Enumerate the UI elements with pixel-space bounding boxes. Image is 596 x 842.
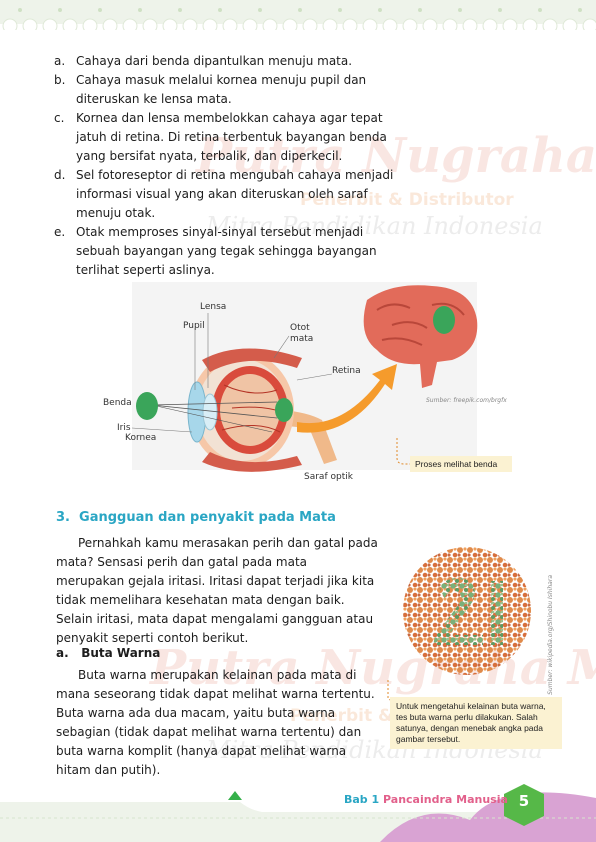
triangle-marker-icon [228, 791, 242, 800]
step-text: Cahaya dari benda dipantulkan menuju mat… [76, 54, 353, 68]
buta-warna-paragraph: Buta warna merupakan kelainan pada mata … [56, 668, 375, 777]
label-benda: Benda [103, 398, 132, 408]
label-retina: Retina [332, 366, 361, 376]
label-pupil: Pupil [183, 321, 205, 331]
step-item: a. Cahaya dari benda dipantulkan menuju m… [54, 52, 394, 71]
section-number: 3. [56, 510, 70, 525]
step-marker: c. [54, 111, 65, 125]
footer-decoration [0, 784, 596, 842]
running-footer: Bab 1 Pancaindra Manusia [344, 793, 508, 806]
step-text: Cahaya masuk melalui kornea menuju pupil… [76, 73, 367, 106]
scalloped-border-pattern [0, 8, 596, 30]
step-text: Sel fotoreseptor di retina mengubah caha… [76, 168, 394, 220]
page-number: 5 [518, 792, 530, 810]
step-item: d. Sel fotoreseptor di retina mengubah ca… [54, 166, 394, 223]
step-item: b. Cahaya masuk melalui kornea menuju pup… [54, 71, 394, 109]
section-heading: 3. Gangguan dan penyakit pada Mata [56, 510, 336, 525]
step-item: e. Otak memproses sinyal-sinyal tersebut … [54, 223, 394, 280]
step-marker: b. [54, 73, 66, 87]
subsection-marker: a. [56, 646, 69, 660]
intro-paragraph: Pernahkah kamu merasakan perih dan gatal… [56, 536, 378, 645]
label-saraf-optik: Saraf optik [304, 472, 353, 482]
eye-diagram-figure: Lensa Pupil Otot mata Retina Benda Iris … [92, 280, 512, 490]
step-item: c. Kornea dan lensa membelokkan cahaya ag… [54, 109, 394, 166]
step-marker: e. [54, 225, 66, 239]
label-lensa: Lensa [200, 302, 227, 312]
label-otot-mata: Otot mata [290, 323, 314, 344]
section-title: Gangguan dan penyakit pada Mata [79, 510, 336, 525]
subsection-heading: a. Buta Warna [56, 646, 160, 660]
step-marker: a. [54, 54, 66, 68]
label-kornea: Kornea [125, 433, 157, 443]
vision-process-steps: a. Cahaya dari benda dipantulkan menuju m… [54, 52, 394, 280]
label-iris: Iris [117, 423, 131, 433]
step-marker: d. [54, 168, 66, 182]
eye-brain-illustration [131, 282, 478, 472]
figure-caption: Proses melihat benda [410, 456, 512, 472]
chapter-number: Bab 1 [344, 793, 380, 806]
step-text: Otak memproses sinyal-sinyal tersebut me… [76, 225, 377, 277]
step-text: Kornea dan lensa membelokkan cahaya agar… [76, 111, 387, 163]
plate-credit: Sumber: wikipedia.org/Shinobu Ishihara [547, 575, 554, 695]
plate-caption: Untuk mengetahui kelainan buta warna, te… [390, 697, 562, 749]
chapter-title: Pancaindra Manusia [383, 793, 508, 806]
ishihara-test-plate [403, 547, 531, 675]
figure-credit: Sumber: freepik.com/brgfx [426, 397, 507, 404]
top-decorative-band [0, 0, 596, 30]
subsection-title: Buta Warna [81, 646, 161, 660]
